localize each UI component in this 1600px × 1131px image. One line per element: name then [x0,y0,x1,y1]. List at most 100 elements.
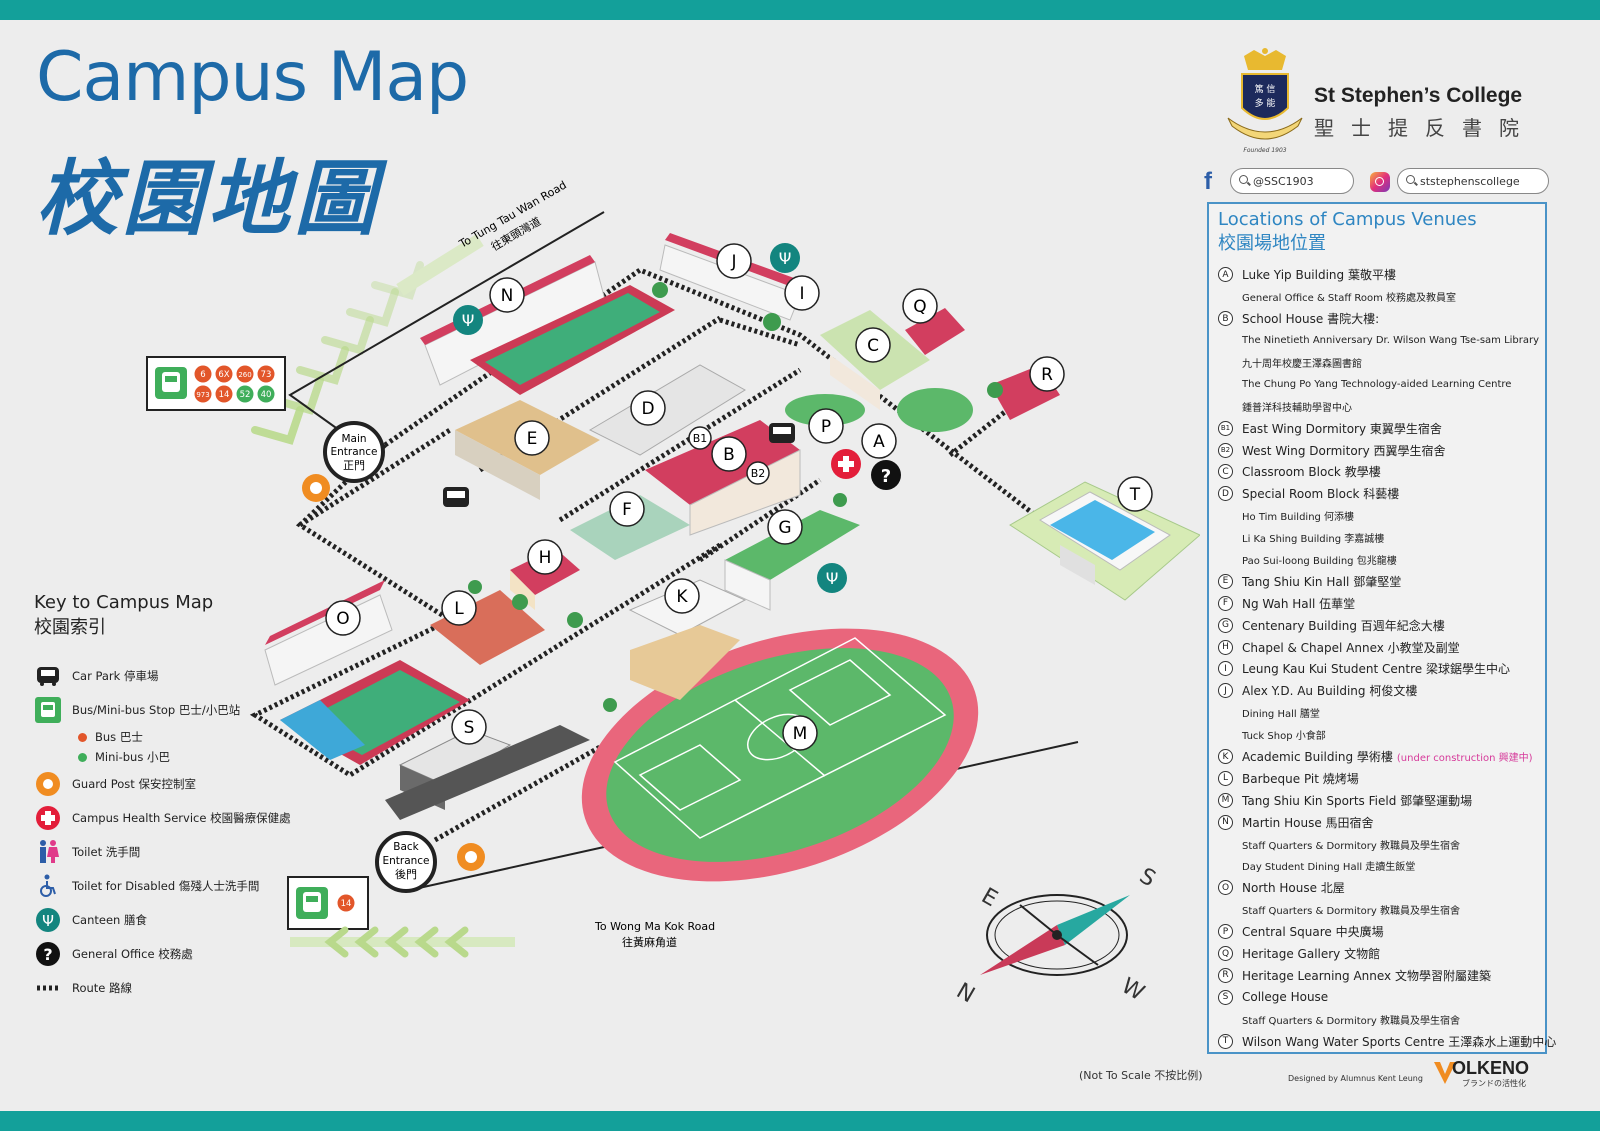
building-label-p[interactable]: P [808,408,844,444]
compass-w: W [1117,974,1149,1007]
location-badge: R [1218,967,1233,983]
volkeno-logo-icon [1434,1062,1456,1084]
facebook-icon[interactable]: f [1204,168,1212,195]
car-park-icon [769,423,795,443]
top-band [0,0,1600,20]
building-label-s[interactable]: S [451,709,487,745]
location-subitem[interactable]: Staff Quarters & Dormitory 教職員及學生宿舍 [1218,833,1545,855]
sports-field[interactable] [549,582,1010,927]
building-label-r[interactable]: R [1029,356,1065,392]
location-subitem[interactable]: Tuck Shop 小食部 [1218,724,1545,746]
car-park-icon [443,487,469,507]
building-label-b1[interactable]: B1 [688,426,712,450]
building-label-text: O [336,609,349,629]
instagram-icon[interactable] [1370,172,1390,192]
location-subitem[interactable]: 九十周年校慶王澤森圖書館 [1218,352,1545,374]
bus-stop-back[interactable]: 14 [287,876,369,930]
location-badge: L [1218,770,1233,786]
building-label-m[interactable]: M [782,715,818,751]
location-subitem[interactable]: Staff Quarters & Dormitory 教職員及學生宿舍 [1218,1008,1545,1030]
facebook-handle[interactable]: @SSC1903 [1230,168,1354,194]
building-label-c[interactable]: C [855,327,891,363]
main-entrance[interactable]: Main Entrance 正門 [323,421,385,483]
location-subitem[interactable]: The Chung Po Yang Technology-aided Learn… [1218,373,1545,395]
building-label-t[interactable]: T [1117,476,1153,512]
location-subitem[interactable]: Dining Hall 膳堂 [1218,702,1545,724]
instagram-handle[interactable]: ststephenscollege [1397,168,1549,194]
water-sports-centre[interactable] [1009,481,1200,601]
building-label-h[interactable]: H [527,539,563,575]
location-label: Tang Shiu Kin Hall 鄧肇堅堂 [1242,574,1402,589]
svg-text:Founded 1903: Founded 1903 [1243,147,1286,154]
health-cross-icon [831,449,861,479]
guard-post-icon [34,770,62,798]
building-label-n[interactable]: N [489,277,525,313]
campus-map[interactable]: To Tung Tau Wan Road 往東頭灣道 To Wong Ma Ko… [0,20,1200,1090]
location-subitem[interactable]: Staff Quarters & Dormitory 教職員及學生宿舍 [1218,899,1545,921]
svg-text:Ψ: Ψ [779,249,792,268]
key-title: Key to Campus Map [34,592,214,613]
building-label-l[interactable]: L [441,590,477,626]
key-item-label: Canteen 膳食 [72,913,147,927]
building-label-j[interactable]: J [716,243,752,279]
building-label-i[interactable]: I [784,275,820,311]
building-label-a[interactable]: A [861,423,897,459]
building-label-text: C [867,336,879,356]
location-badge: G [1218,617,1233,633]
building-label-f[interactable]: F [609,491,645,527]
main-entrance-label-zh: 正門 [343,459,365,472]
back-entrance-label-1: Back [393,841,419,853]
location-subitem[interactable]: 鍾普洋科技輔助學習中心 [1218,395,1545,417]
svg-text:多 能: 多 能 [1255,97,1276,109]
building-label-g[interactable]: G [767,509,803,545]
location-badge: A [1218,267,1233,283]
location-label: The Chung Po Yang Technology-aided Learn… [1242,378,1512,390]
building-label-o[interactable]: O [325,600,361,636]
building-label-text: D [641,399,654,419]
key-item-label: Toilet 洗手間 [72,845,141,859]
location-subitem[interactable]: The Ninetieth Anniversary Dr. Wilson Wan… [1218,330,1545,352]
building-label-d[interactable]: D [630,390,666,426]
key-item-bus-stop: Bus/Mini-bus Stop 巴士/小巴站 [34,693,304,727]
location-subitem[interactable]: Pao Sui-loong Building 包兆龍樓 [1218,549,1545,571]
building-label-b[interactable]: B [711,436,747,472]
building-label-k[interactable]: K [664,578,700,614]
location-subitem[interactable]: General Office & Staff Room 校務處及教員室 [1218,286,1545,308]
building-label-b2[interactable]: B2 [746,461,770,485]
key-item-label: Car Park 停車場 [72,669,159,683]
svg-text:Ψ: Ψ [42,912,54,930]
page-title-zh: 校園地圖 [36,151,380,247]
back-entrance[interactable]: Back Entrance 後門 [375,831,437,893]
building-label-q[interactable]: Q [902,288,938,324]
location-badge: B [1218,311,1233,327]
location-subitem[interactable]: Day Student Dining Hall 走讀生飯堂 [1218,855,1545,877]
key-item-label: Guard Post 保安控制室 [72,777,196,791]
location-subitem[interactable]: Li Ka Shing Building 李嘉誠樓 [1218,527,1545,549]
minibus-route-badge: 40 [257,385,275,403]
building-label-e[interactable]: E [514,420,550,456]
location-subitem[interactable]: Ho Tim Building 何添樓 [1218,505,1545,527]
